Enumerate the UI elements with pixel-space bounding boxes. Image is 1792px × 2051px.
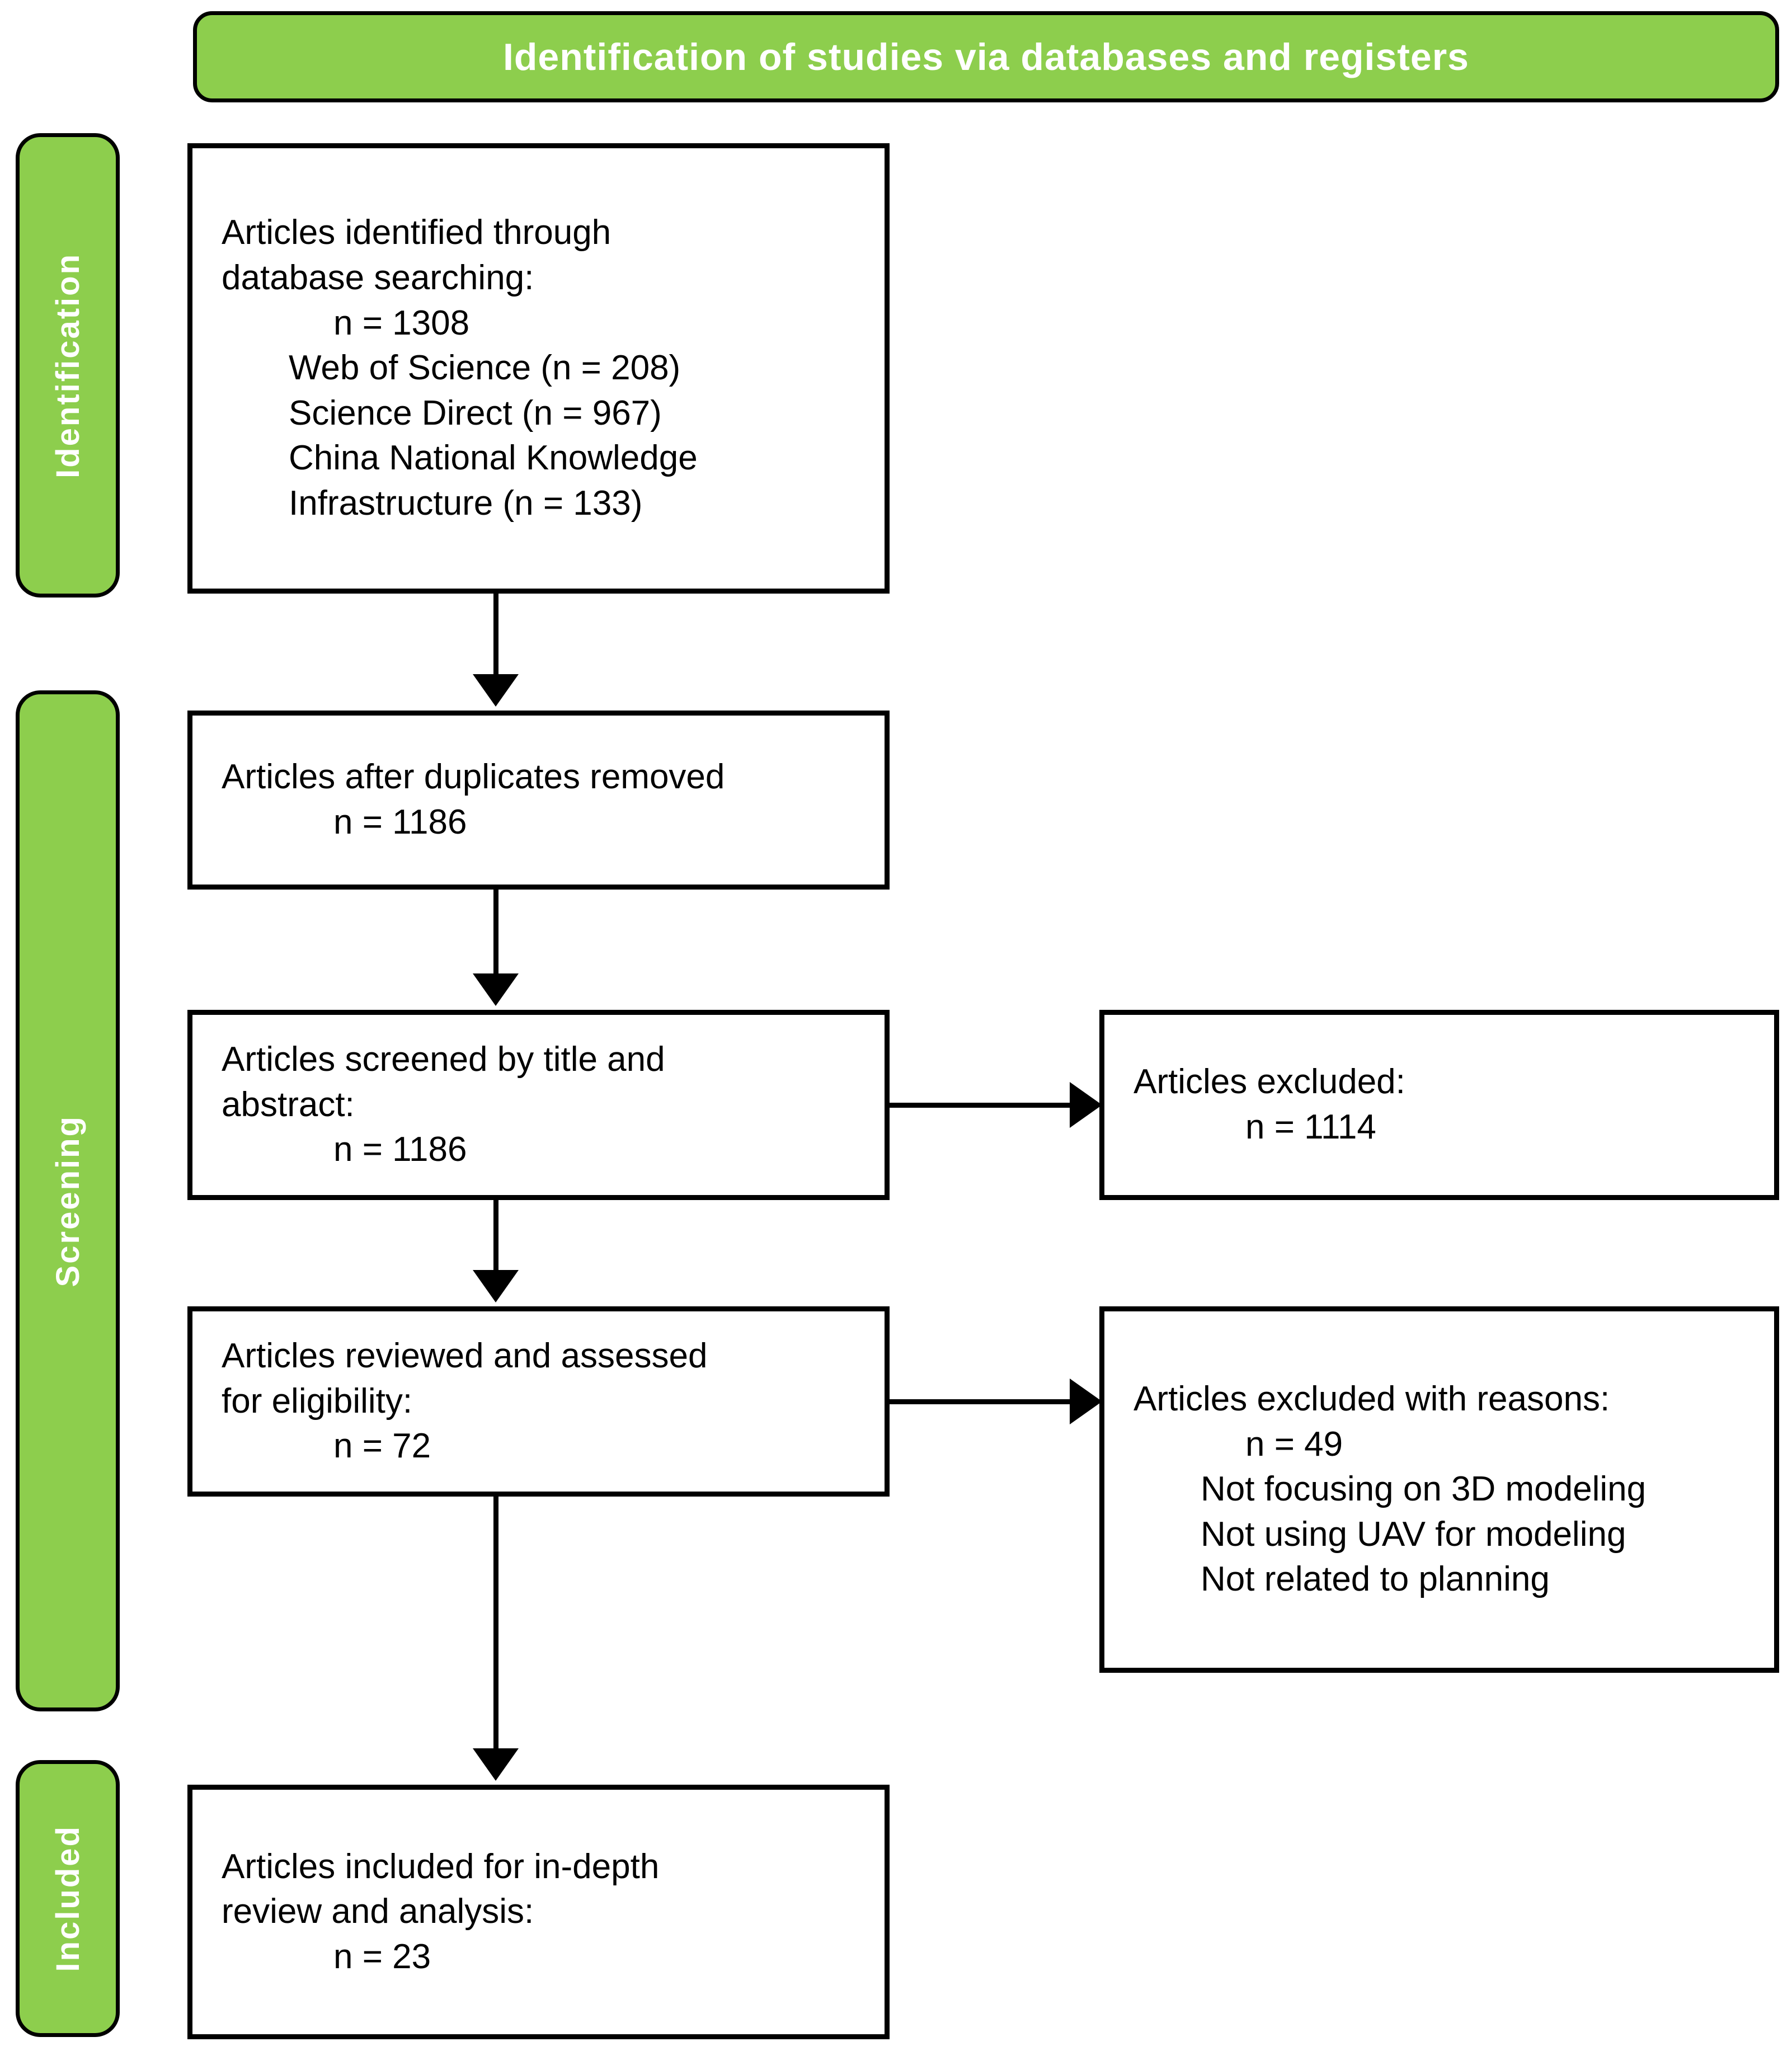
arrow-head-right-icon [1070, 1379, 1102, 1424]
node-line: abstract: [222, 1085, 355, 1124]
node-count: n = 1186 [333, 803, 467, 841]
node-line: Articles screened by title and [222, 1040, 665, 1079]
connector-screened-to-eligibility [493, 1200, 498, 1273]
node-source-line: Science Direct (n = 967) [289, 393, 662, 432]
node-line: Articles included for in-depth [222, 1847, 660, 1886]
node-line: for eligibility: [222, 1381, 413, 1420]
node-reason-line: Not related to planning [1201, 1560, 1550, 1599]
node-line: database searching: [222, 258, 534, 298]
node-articles-excluded: Articles excluded: n = 1114 [1099, 1010, 1779, 1200]
node-line: Articles excluded with reasons: [1133, 1380, 1610, 1419]
node-line: Articles reviewed and assessed [222, 1337, 708, 1376]
node-source-line: China National Knowledge [289, 439, 698, 478]
connector-eligibility-to-excluded-reasons [890, 1399, 1074, 1404]
phase-bar-screening: Screening [16, 690, 120, 1711]
phase-bar-identification: Identification [16, 133, 120, 598]
diagram-header-banner: Identification of studies via databases … [193, 11, 1779, 102]
node-count: n = 1186 [333, 1130, 467, 1169]
node-source-line: Web of Science (n = 208) [289, 349, 681, 388]
node-count: n = 72 [333, 1427, 431, 1466]
node-reason-line: Not focusing on 3D modeling [1201, 1470, 1647, 1509]
node-line: Articles excluded: [1133, 1062, 1405, 1102]
connector-duplicates-to-screened [493, 890, 498, 976]
arrow-head-down-icon [473, 1270, 519, 1302]
node-articles-excluded-with-reasons: Articles excluded with reasons: n = 49 N… [1099, 1306, 1779, 1673]
node-articles-after-duplicates: Articles after duplicates removed n = 11… [187, 711, 890, 890]
node-articles-screened: Articles screened by title and abstract:… [187, 1010, 890, 1200]
phase-label-screening: Screening [49, 1114, 86, 1287]
phase-label-included: Included [49, 1825, 86, 1972]
node-line: Articles identified through [222, 213, 612, 252]
node-articles-included: Articles included for in-depth review an… [187, 1785, 890, 2039]
header-title: Identification of studies via databases … [502, 35, 1470, 78]
arrow-head-down-icon [473, 1748, 519, 1781]
arrow-head-right-icon [1070, 1082, 1102, 1128]
node-source-line: Infrastructure (n = 133) [289, 483, 643, 523]
connector-eligibility-to-included [493, 1497, 498, 1751]
node-line: review and analysis: [222, 1892, 534, 1931]
node-count: n = 1308 [333, 303, 470, 342]
arrow-head-down-icon [473, 973, 519, 1006]
node-count: n = 1114 [1245, 1108, 1376, 1146]
phase-label-identification: Identification [49, 252, 86, 478]
node-line: Articles after duplicates removed [222, 758, 725, 797]
node-articles-eligibility: Articles reviewed and assessed for eligi… [187, 1306, 890, 1497]
node-count: n = 49 [1245, 1424, 1343, 1464]
node-reason-line: Not using UAV for modeling [1201, 1514, 1626, 1554]
connector-identified-to-duplicates [493, 594, 498, 678]
arrow-head-down-icon [473, 674, 519, 707]
connector-screened-to-excluded [890, 1103, 1074, 1108]
phase-bar-included: Included [16, 1760, 120, 2037]
node-articles-identified: Articles identified through database sea… [187, 143, 890, 594]
node-count: n = 23 [333, 1937, 431, 1976]
